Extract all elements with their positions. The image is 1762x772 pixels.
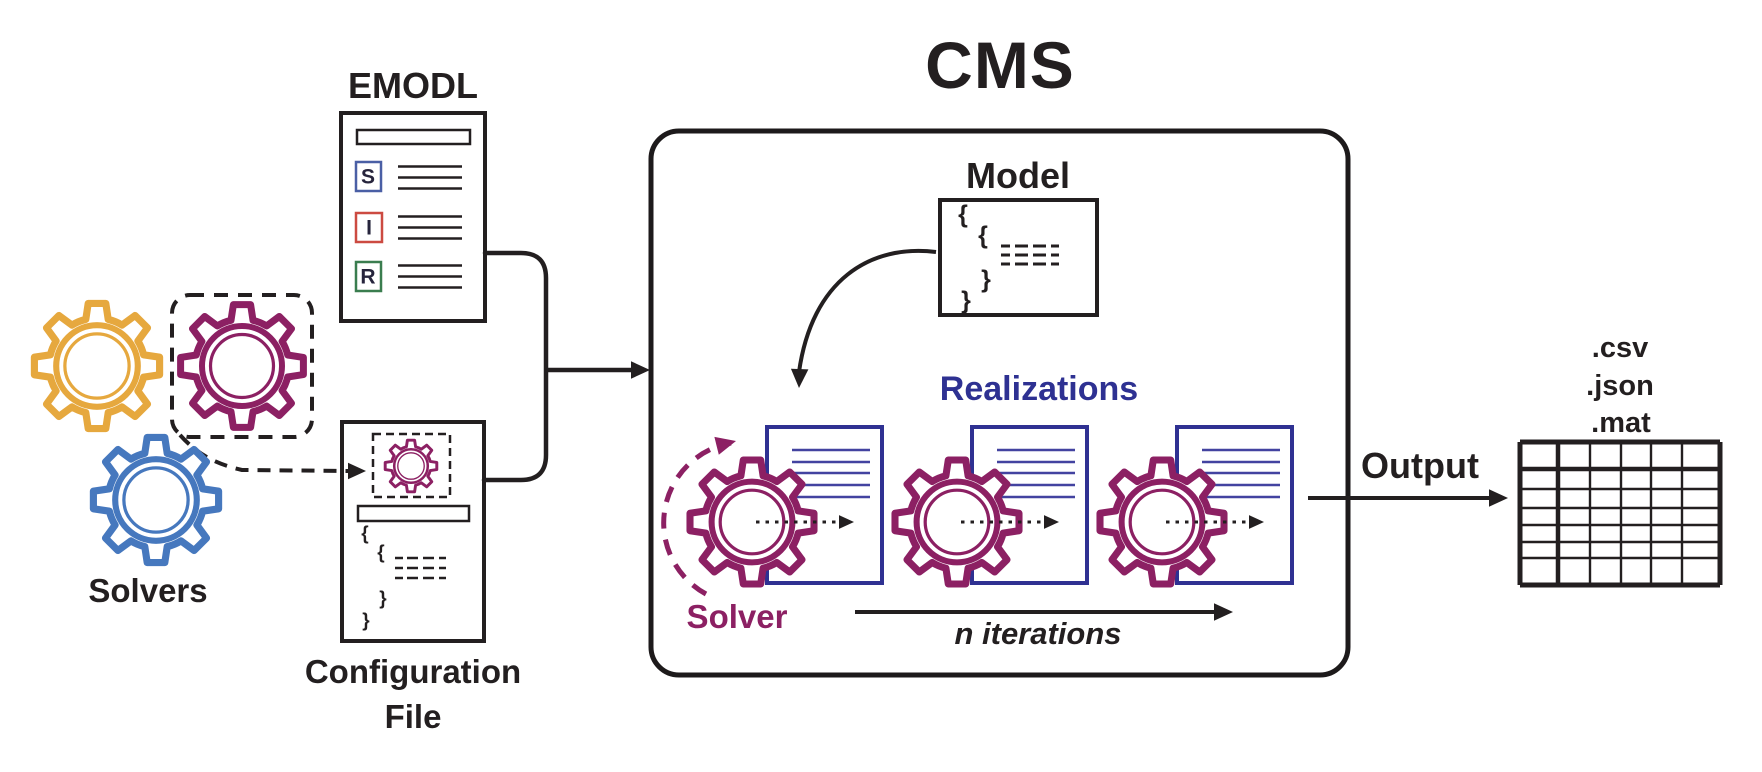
magenta-solver-gear-inner-ring bbox=[199, 323, 285, 409]
realization-gear-3-inner-ring bbox=[1118, 478, 1206, 566]
yellow-solver-gear-inner-ring-2 bbox=[63, 332, 131, 400]
r-compartment-box bbox=[354, 260, 383, 293]
yellow-solver-gear-inner-ring bbox=[53, 322, 141, 410]
magenta-solver-gear bbox=[177, 301, 307, 431]
inputs-to-cms-arrowhead bbox=[631, 361, 650, 379]
blue-solver-gear-outline bbox=[89, 433, 223, 567]
model-brace-open-1: { bbox=[958, 200, 968, 229]
output-label: Output bbox=[1361, 445, 1479, 486]
config-title-line1: Configuration bbox=[304, 653, 522, 690]
emodl-text-lines bbox=[398, 165, 462, 289]
config-brace-close-1: } bbox=[379, 588, 387, 610]
s-compartment-box bbox=[354, 160, 383, 193]
realization-gear-3-inner-ring-2 bbox=[1128, 488, 1196, 556]
model-brace-close-1: } bbox=[981, 265, 991, 294]
cms-title: CMS bbox=[925, 28, 1075, 102]
realization-gear-1-outline bbox=[686, 456, 818, 588]
blue-solver-gear bbox=[89, 433, 223, 567]
solver-loop-arrowhead bbox=[714, 436, 736, 455]
solver-label: Solver bbox=[686, 598, 788, 635]
realization-gear-1 bbox=[686, 456, 818, 588]
format-mat-label: .mat bbox=[1591, 407, 1651, 439]
realization-gear-3 bbox=[1096, 456, 1228, 588]
iterations-arrowhead bbox=[1214, 603, 1233, 621]
compartment-letter-i: I bbox=[366, 216, 372, 240]
realization-gear-1-inner-ring-2 bbox=[718, 488, 786, 556]
gear-progress-arrowhead bbox=[1249, 515, 1264, 529]
emodl-document bbox=[339, 111, 487, 323]
i-compartment-box bbox=[354, 211, 384, 244]
realization-gear-2-outline bbox=[891, 456, 1023, 588]
compartment-letter-r: R bbox=[360, 265, 376, 289]
magenta-solver-gear-outline bbox=[177, 301, 307, 431]
config-title-line2: File bbox=[384, 698, 442, 735]
inputs-merge-bracket bbox=[481, 250, 549, 483]
model-curve-arrowhead bbox=[790, 368, 809, 388]
model-label: Model bbox=[966, 155, 1070, 196]
emodl-title: EMODL bbox=[348, 65, 478, 106]
solver-loop-dashed-arc bbox=[661, 440, 732, 597]
realizations-label: Realizations bbox=[939, 370, 1139, 408]
solvers-label: Solvers bbox=[88, 572, 208, 609]
model-brace-close-2: } bbox=[961, 286, 971, 315]
compartment-letter-s: S bbox=[360, 165, 376, 189]
blue-solver-gear-inner-ring bbox=[112, 456, 200, 544]
arrowheads bbox=[348, 361, 1508, 621]
selected-solver-dashed-box bbox=[170, 293, 314, 439]
yellow-solver-gear bbox=[30, 299, 164, 433]
realization-gear-1-inner-ring bbox=[708, 478, 796, 566]
solver-to-config-arrowhead bbox=[348, 462, 366, 480]
realization-gear-3-outline bbox=[1096, 456, 1228, 588]
realization-gear-2 bbox=[891, 456, 1023, 588]
format-csv-label: .csv bbox=[1591, 332, 1649, 364]
format-json-label: .json bbox=[1586, 370, 1654, 402]
config-code-dashes bbox=[395, 556, 446, 580]
realization-gear-2-inner-ring bbox=[913, 478, 1001, 566]
gear-progress-arrowhead bbox=[1044, 515, 1059, 529]
cms-box bbox=[648, 128, 1351, 678]
model-to-solver-curved-arrow bbox=[797, 249, 937, 373]
config-brace-open-1: { bbox=[361, 523, 369, 545]
output-table-grid bbox=[1517, 439, 1723, 588]
gear-progress-arrowhead bbox=[839, 515, 854, 529]
yellow-solver-gear-outline bbox=[30, 299, 164, 433]
output-arrowhead bbox=[1489, 489, 1508, 507]
config-title-bar bbox=[356, 504, 471, 523]
magenta-solver-gear-inner-ring-2 bbox=[208, 332, 276, 400]
gears bbox=[30, 299, 1228, 588]
model-brace-open-2: { bbox=[978, 221, 988, 250]
iterations-label: n iterations bbox=[954, 616, 1122, 651]
realization-gear-2-inner-ring-2 bbox=[923, 488, 991, 556]
blue-solver-gear-inner-ring-2 bbox=[122, 466, 190, 534]
config-solver-gear bbox=[383, 438, 439, 494]
emodl-title-bar bbox=[355, 128, 472, 146]
model-code-dashes bbox=[1001, 244, 1059, 266]
config-solver-gear-inner-ring bbox=[392, 447, 430, 485]
config-brace-open-2: { bbox=[377, 542, 385, 564]
solver-to-config-dashed-arrow bbox=[178, 433, 353, 473]
model-box bbox=[938, 198, 1099, 317]
config-solver-gear-inner-ring-2 bbox=[397, 452, 425, 480]
config-brace-close-2: } bbox=[362, 610, 370, 632]
model-box-outline bbox=[938, 198, 1099, 317]
config-solver-gear-outline bbox=[383, 438, 439, 494]
